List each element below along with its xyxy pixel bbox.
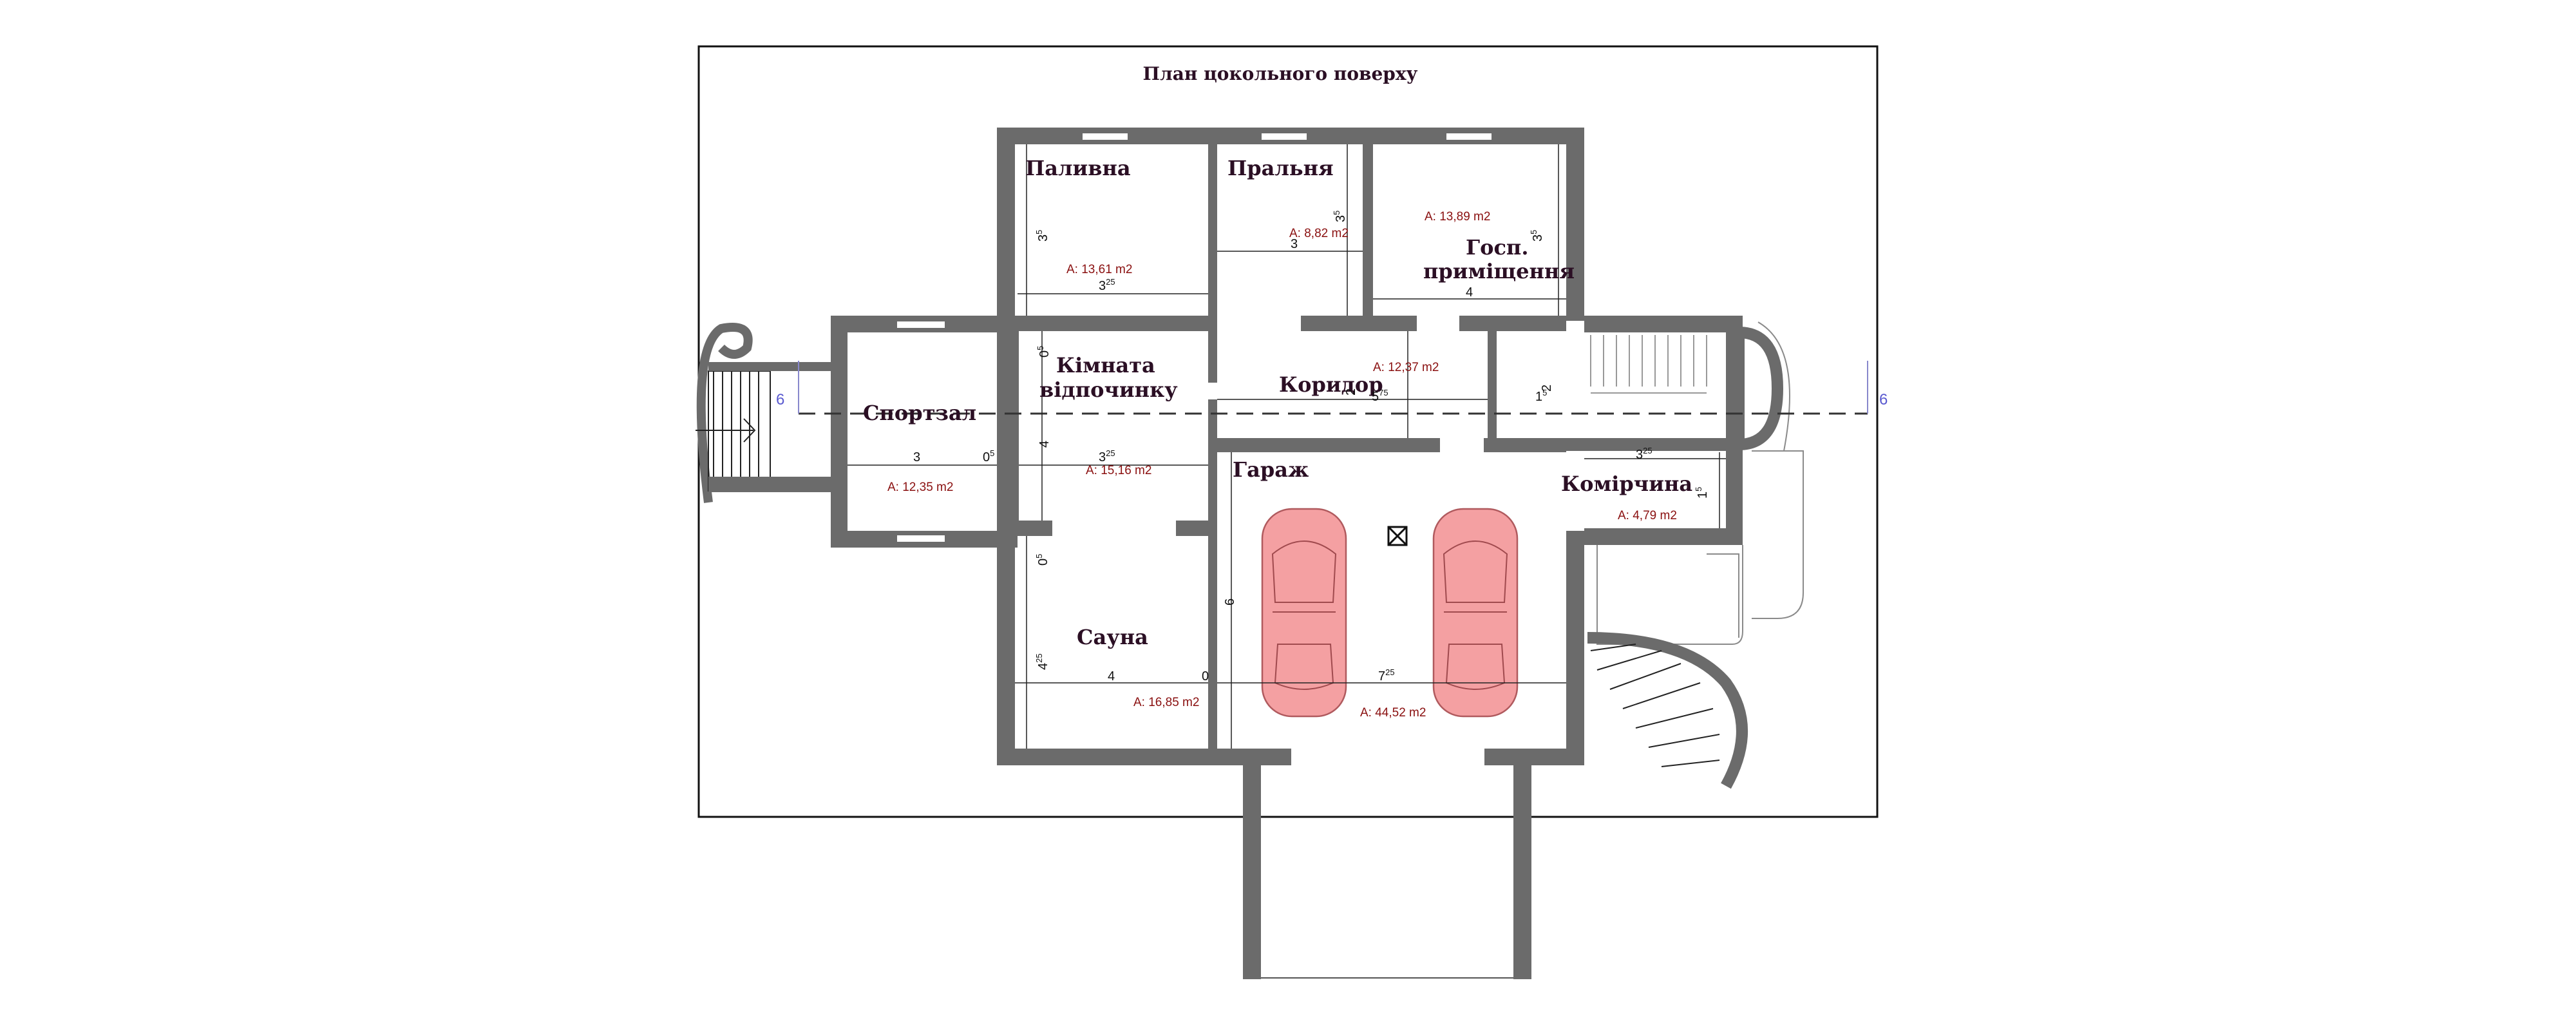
room-sauna: Сауна A: 16,85 m2 4 0 425 05 <box>1034 554 1209 709</box>
room-area: A: 12,37 m2 <box>1373 361 1439 374</box>
plan-title: План цокольного поверху <box>1143 63 1418 84</box>
dim-top: 05 <box>1034 554 1050 566</box>
dim-width: 725 <box>1378 667 1395 684</box>
room-area: A: 12,35 m2 <box>887 481 953 494</box>
room-sportzal: Спортзал A: 12,35 m2 3 05 <box>863 401 994 494</box>
room-pralnia: Пральня A: 8,82 m2 3 35 <box>1227 156 1349 251</box>
dim-width: 4 <box>1108 669 1115 684</box>
section-line: 6 6 <box>776 361 1888 415</box>
room-area: A: 8,82 m2 <box>1289 227 1349 240</box>
room-name: Комірчина <box>1561 472 1692 496</box>
room-name: Коридор <box>1279 372 1383 397</box>
room-palyvna: Паливна A: 13,61 m2 325 35 <box>1025 156 1132 293</box>
dim-side2: 2 <box>1540 385 1554 392</box>
west-stair <box>696 323 837 503</box>
room-korydor: Коридор A: 12,37 m2 575 2 15 2 <box>1279 361 1554 404</box>
dim-width: 325 <box>1636 446 1653 462</box>
room-hosp: Госп. приміщення A: 13,89 m2 4 35 <box>1423 210 1575 300</box>
axis-label-right: 6 <box>1879 391 1888 408</box>
room-harazh: Гараж A: 44,52 m2 725 6 <box>1223 457 1426 720</box>
room-name: Сауна <box>1077 625 1148 649</box>
dim-height: 425 <box>1034 653 1050 670</box>
dim-wall: 05 <box>983 448 994 464</box>
room-name: Гараж <box>1233 457 1309 482</box>
room-name: Паливна <box>1025 156 1131 180</box>
dim-width: 325 <box>1099 277 1115 293</box>
dim-height: 35 <box>1034 230 1050 242</box>
dim-height: 15 <box>1694 487 1710 499</box>
dim-width: 3 <box>913 450 920 464</box>
dim-height: 35 <box>1529 230 1545 242</box>
dim-height: 35 <box>1332 211 1348 222</box>
dim-width: 325 <box>1099 448 1115 464</box>
room-area: A: 4,79 m2 <box>1618 509 1677 522</box>
dim-height: 6 <box>1223 598 1237 606</box>
room-name: Спортзал <box>863 401 976 425</box>
dim-side: 15 <box>1535 388 1547 404</box>
dim-width: 575 <box>1372 388 1388 404</box>
car-left <box>1261 508 1347 718</box>
room-area: A: 44,52 m2 <box>1360 706 1426 720</box>
spiral-stair <box>1587 450 1804 789</box>
dim-wall: 0 <box>1202 669 1209 684</box>
driveway <box>1243 760 1531 979</box>
dim-height: 2 <box>1344 388 1358 396</box>
garage-details <box>1387 526 1408 546</box>
room-area: A: 16,85 m2 <box>1133 696 1199 709</box>
windows <box>896 132 1493 543</box>
dim-width: 3 <box>1291 237 1298 251</box>
east-stairwell <box>1590 321 1790 452</box>
room-name-line2: відпочинку <box>1039 378 1178 402</box>
dim-width: 4 <box>1466 285 1473 300</box>
room-komirchyna: Комірчина A: 4,79 m2 325 15 <box>1561 446 1710 522</box>
axis-label-left: 6 <box>776 391 784 408</box>
room-area: A: 13,61 m2 <box>1066 263 1132 276</box>
room-name-line1: Кімната <box>1056 353 1155 378</box>
dimension-lines <box>848 144 1726 749</box>
room-name: Пральня <box>1227 156 1334 180</box>
room-kimnata: Кімната відпочинку A: 15,16 m2 325 4 05 <box>1036 346 1178 477</box>
room-area: A: 15,16 m2 <box>1086 464 1151 477</box>
room-name-line2: приміщення <box>1423 259 1575 283</box>
dim-height: 4 <box>1037 441 1052 448</box>
room-area: A: 13,89 m2 <box>1425 210 1490 224</box>
car-right <box>1432 508 1519 718</box>
room-name-line1: Госп. <box>1466 235 1528 260</box>
dim-top: 05 <box>1036 346 1052 358</box>
